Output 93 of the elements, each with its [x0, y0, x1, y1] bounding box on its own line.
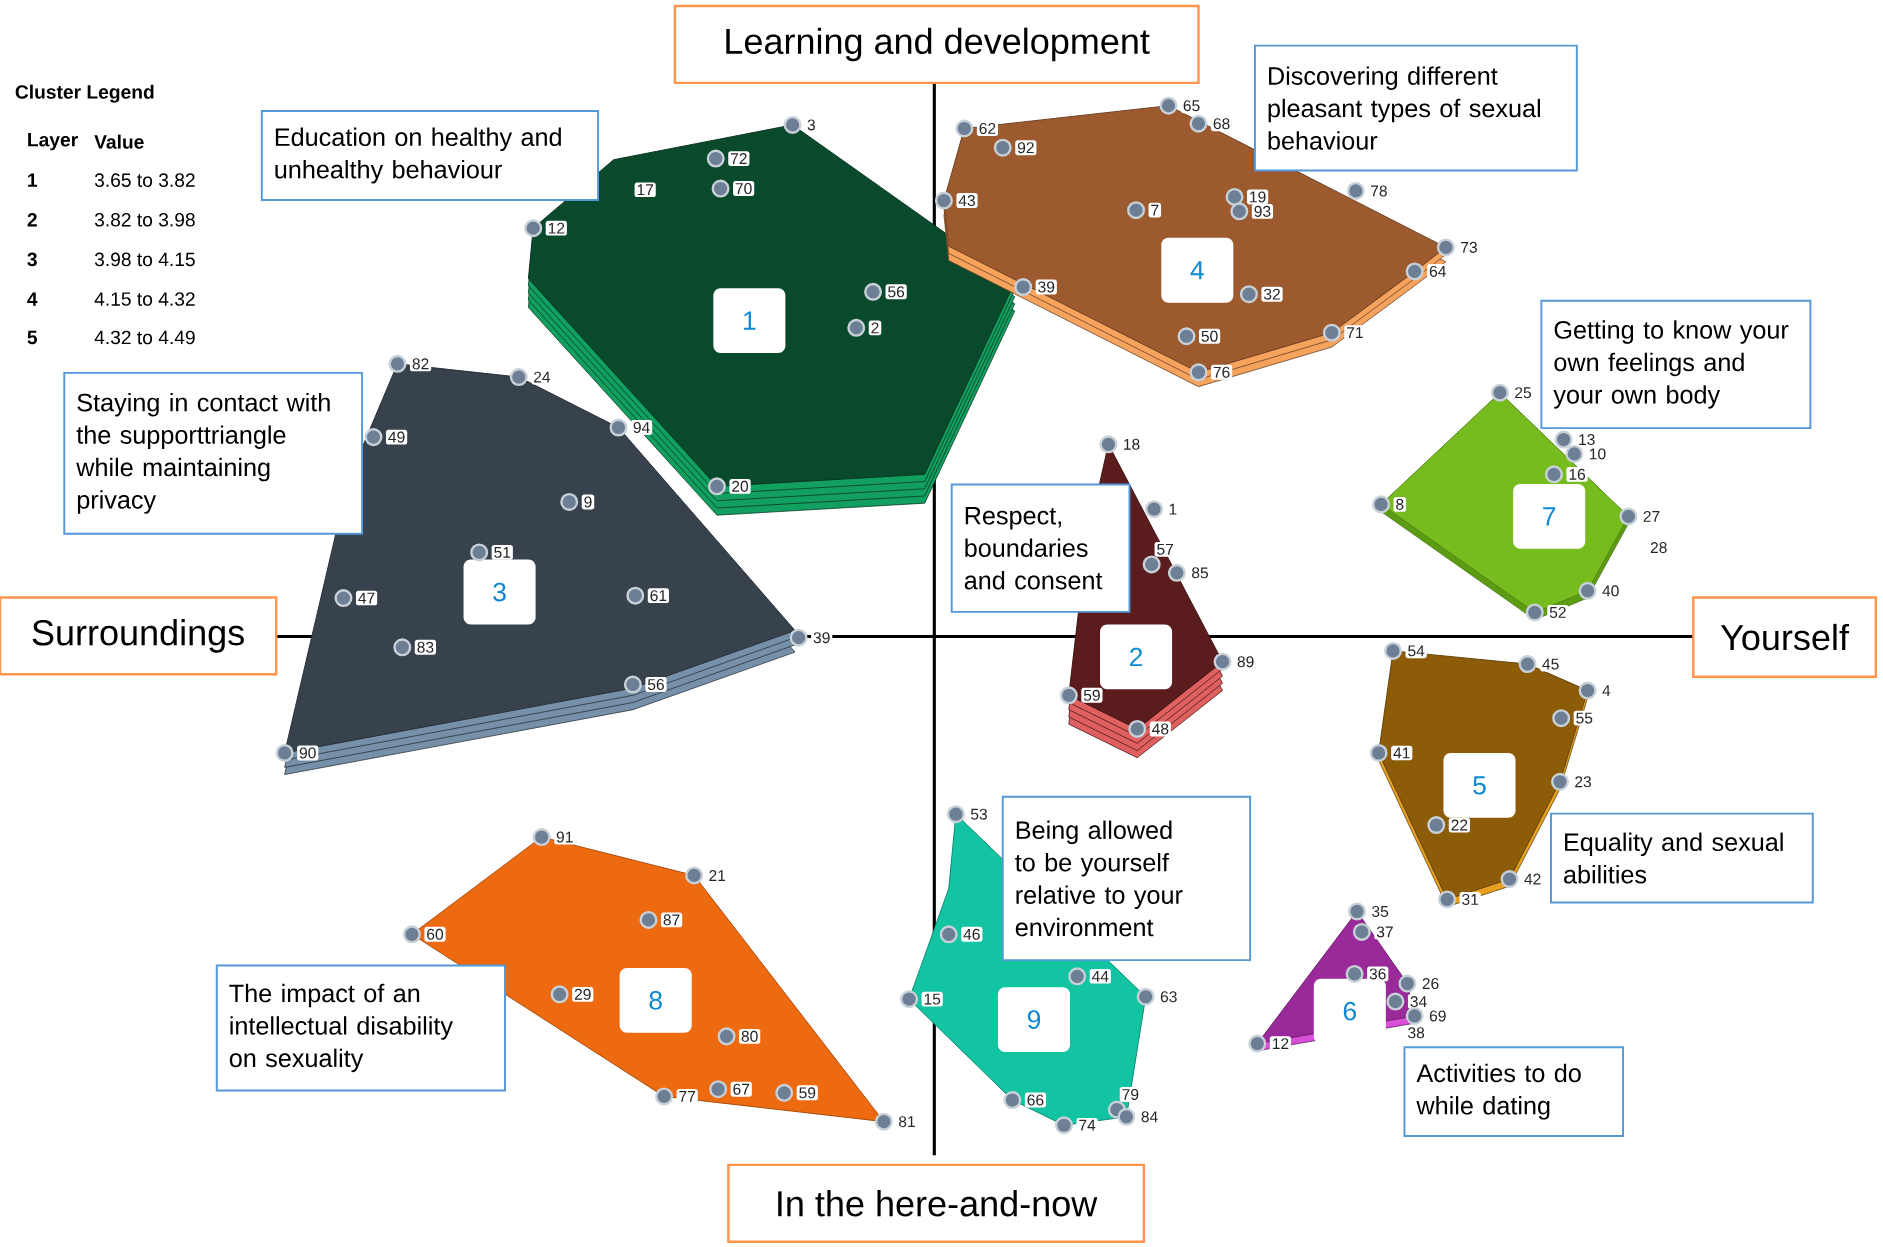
legend-text: 3.65 to 3.82: [94, 173, 195, 188]
legend-text: 3.98 to 4.15: [94, 252, 195, 267]
legend-text: 4.15 to 4.32: [94, 292, 195, 307]
legend-text: Layer: [28, 133, 78, 151]
data-point: 94: [609, 418, 653, 437]
data-point: 74: [1055, 1116, 1098, 1135]
data-point: 46: [939, 925, 983, 944]
data-point: 72: [706, 149, 750, 168]
data-point: 29: [550, 985, 594, 1004]
axis-label-box: In the here-and-now: [727, 1163, 1146, 1244]
data-point: 34: [1386, 992, 1430, 1011]
data-point: 59: [1059, 686, 1103, 705]
data-point: 51: [470, 543, 513, 562]
legend-text: 1: [28, 173, 38, 187]
data-point: 61: [626, 586, 669, 605]
data-point: 12: [1248, 1034, 1292, 1053]
legend-text: 2: [27, 213, 37, 227]
data-point: 39: [1014, 278, 1057, 297]
data-point: 57: [1142, 542, 1176, 574]
data-point: 62: [955, 119, 999, 138]
data-point: 83: [393, 638, 436, 657]
data-point: 90: [275, 744, 319, 763]
theme-box: Equality and sexual abilities: [1550, 812, 1814, 904]
data-point: 48: [1128, 720, 1171, 739]
legend-text: Cluster Legend: [15, 84, 154, 103]
data-point: 49: [364, 428, 408, 447]
data-point: 31: [1438, 890, 1481, 909]
data-point: 36: [1345, 965, 1389, 984]
theme-box: Discovering different pleasant types of sexual behaviour: [1254, 44, 1578, 172]
legend-text: 5: [27, 331, 38, 345]
data-point: 1: [1145, 500, 1180, 519]
legend-text: Value: [94, 134, 144, 149]
data-point: 80: [717, 1027, 761, 1046]
data-point: 12: [524, 219, 567, 238]
data-point: 52: [1525, 603, 1569, 622]
data-point: 76: [1189, 363, 1233, 382]
data-point: 41: [1369, 744, 1413, 763]
data-point: 92: [993, 138, 1037, 157]
data-point: 7: [1127, 201, 1162, 220]
data-point: 42: [1500, 870, 1544, 889]
data-point: 16: [1544, 465, 1588, 484]
data-point: 54: [1384, 642, 1427, 661]
data-point: 60: [402, 925, 446, 944]
data-point: 65: [1159, 96, 1203, 115]
data-point: 39: [789, 628, 833, 647]
data-point: 59: [775, 1084, 818, 1103]
data-point: 2: [847, 319, 882, 338]
legend-text: 3.82 to 3.98: [94, 213, 195, 227]
data-point: 44: [1068, 967, 1111, 986]
data-point: 8: [1372, 495, 1407, 514]
data-point: 9: [560, 493, 595, 512]
data-point: 24: [509, 368, 553, 387]
theme-box: Getting to know your own feelings and your own body: [1540, 300, 1812, 430]
theme-box: The impact of an intellectual disability on sexuality: [215, 964, 506, 1092]
data-point: 15: [900, 990, 943, 1009]
data-point: 91: [532, 828, 576, 847]
data-point: 50: [1177, 327, 1221, 346]
point-number: 28: [1648, 540, 1670, 556]
data-point: 32: [1239, 285, 1283, 304]
data-point: 78: [1346, 182, 1390, 201]
data-point: 55: [1552, 709, 1595, 728]
data-point: 43: [934, 191, 978, 210]
data-point: 56: [864, 283, 907, 302]
legend-text: 4: [27, 292, 38, 306]
data-point: 40: [1578, 582, 1622, 601]
data-point: 56: [623, 675, 667, 694]
data-point: 47: [334, 589, 378, 608]
data-point: 10: [1565, 445, 1609, 464]
data-point: 93: [1230, 202, 1274, 221]
data-point: 68: [1189, 114, 1233, 133]
data-point: 37: [1352, 923, 1396, 942]
data-point: 77: [655, 1087, 698, 1106]
data-point: 64: [1405, 262, 1449, 281]
theme-box: Education on healthy and unhealthy behaviour: [260, 110, 599, 202]
data-point: 70: [711, 179, 755, 198]
data-point: 45: [1518, 655, 1562, 674]
data-point: 66: [1003, 1091, 1047, 1110]
data-point: 82: [388, 355, 432, 374]
data-point: 87: [639, 911, 683, 930]
data-point: 20: [707, 477, 751, 496]
legend-text: 4.32 to 4.49: [94, 330, 195, 345]
legend-text: 3: [27, 252, 37, 267]
axis-label-box: Surroundings: [0, 596, 278, 676]
axis-label-box: Learning and development: [673, 5, 1200, 85]
data-point: 22: [1427, 816, 1470, 835]
data-point: 67: [709, 1080, 752, 1099]
theme-box: Respect, boundaries and consent: [950, 483, 1131, 614]
axis-label-box: Yourself: [1692, 596, 1877, 679]
theme-box: Being allowed to be yourself relative to your environment: [1001, 796, 1252, 962]
data-point: 71: [1322, 323, 1366, 342]
data-point: 21: [685, 866, 728, 885]
theme-box: Staying in contact with the supporttriangle while maintaining privacy: [63, 372, 364, 535]
theme-box: Activities to do while dating: [1403, 1046, 1624, 1138]
